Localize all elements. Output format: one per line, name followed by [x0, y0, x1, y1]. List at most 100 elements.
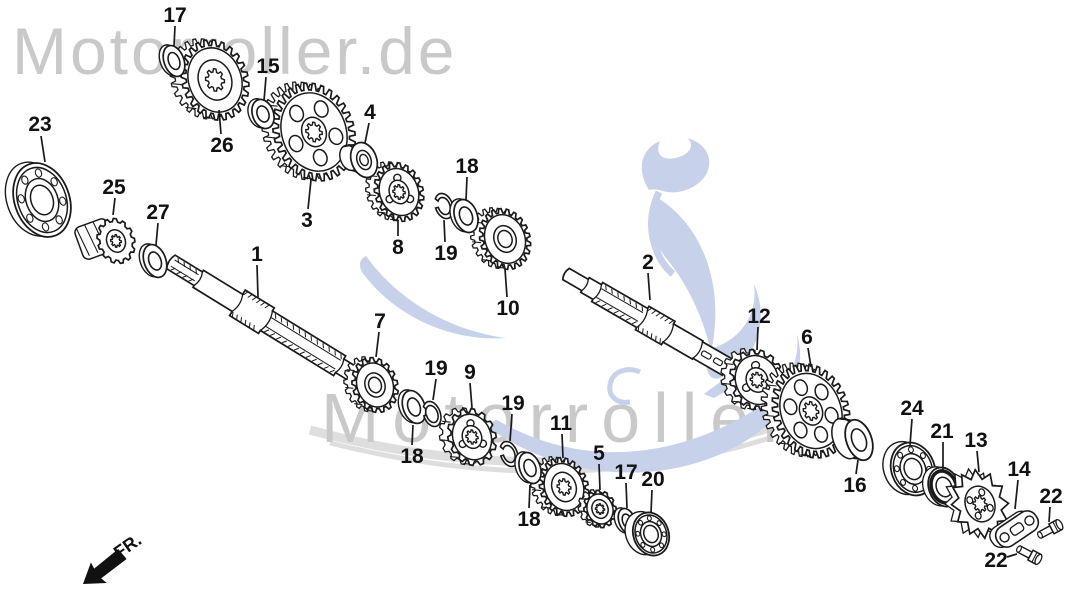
- callout-19: 19: [434, 219, 458, 265]
- part-washer-17-top: [158, 44, 186, 78]
- part-number-18: 18: [455, 155, 479, 178]
- part-gear-10: [469, 207, 532, 271]
- part-number-12: 12: [747, 305, 770, 328]
- part-number-5: 5: [593, 442, 605, 465]
- callout-14: 14: [1007, 458, 1031, 510]
- callout-25: 25: [102, 176, 126, 216]
- callout-18: 18: [455, 155, 479, 201]
- part-number-20: 20: [641, 468, 664, 491]
- part-number-19: 19: [501, 392, 524, 415]
- callout-22: 22: [984, 549, 1018, 572]
- callout-10: 10: [496, 268, 520, 320]
- part-gear-7: [343, 356, 399, 414]
- callout-4: 4: [364, 101, 376, 144]
- callout-18: 18: [400, 424, 424, 468]
- callout-8: 8: [392, 220, 404, 259]
- part-number-17: 17: [163, 4, 186, 27]
- part-gear-9: [438, 407, 498, 467]
- callout-18: 18: [517, 484, 541, 531]
- part-circlip-19-mid: [422, 400, 442, 428]
- part-number-13: 13: [964, 429, 987, 452]
- part-number-23: 23: [28, 113, 51, 136]
- part-collar-4: [339, 141, 379, 179]
- part-number-14: 14: [1007, 458, 1031, 481]
- part-bearing-23: [4, 161, 72, 238]
- part-number-19: 19: [424, 357, 447, 380]
- part-washer-15: [247, 98, 275, 130]
- fr-arrow-icon: [83, 549, 127, 584]
- logo-left-wing-icon: [359, 256, 506, 339]
- callout-22: 22: [1039, 485, 1063, 523]
- part-gear-26: [169, 38, 250, 121]
- part-number-21: 21: [930, 420, 954, 443]
- part-gear-8: [364, 161, 425, 223]
- callout-11: 11: [550, 412, 573, 459]
- callout-19: 19: [424, 357, 448, 401]
- callout-20: 20: [641, 468, 665, 514]
- callout-3: 3: [301, 179, 313, 232]
- part-number-6: 6: [801, 326, 813, 349]
- part-washer-18-top: [449, 198, 479, 234]
- part-number-25: 25: [102, 176, 126, 199]
- callout-7: 7: [374, 310, 386, 358]
- logo-sail-icon: [650, 197, 716, 352]
- part-number-18: 18: [400, 445, 424, 468]
- callout-1: 1: [251, 243, 263, 298]
- part-gear-3: [261, 81, 357, 182]
- part-collar-16: [831, 417, 874, 462]
- callout-23: 23: [28, 113, 52, 163]
- logo-pennant-icon: [641, 138, 710, 193]
- part-number-26: 26: [210, 134, 233, 157]
- part-washer-27: [138, 243, 168, 279]
- front-direction-arrow: [83, 549, 127, 584]
- callout-16: 16: [843, 459, 867, 497]
- part-number-22: 22: [1039, 485, 1062, 508]
- logo-bottom-swoosh-icon: [490, 334, 801, 473]
- part-number-24: 24: [900, 397, 924, 420]
- callout-6: 6: [801, 326, 813, 368]
- callout-15: 15: [256, 55, 280, 102]
- part-number-2: 2: [642, 251, 654, 274]
- part-sprocket-13: [943, 467, 1010, 540]
- callout-12: 12: [747, 305, 771, 351]
- part-number-16: 16: [843, 474, 866, 497]
- part-number-19: 19: [434, 242, 457, 265]
- callout-9: 9: [464, 361, 476, 409]
- part-number-27: 27: [146, 201, 169, 224]
- parts-layer: [4, 38, 1064, 566]
- part-washer-18-low: [514, 451, 542, 485]
- callout-21: 21: [930, 420, 954, 470]
- callout-2: 2: [642, 251, 654, 301]
- part-number-1: 1: [251, 243, 263, 266]
- part-number-15: 15: [256, 55, 280, 78]
- part-bolt-22-right: [1037, 518, 1064, 539]
- part-plate-14: [989, 510, 1040, 549]
- part-bearing-20: [624, 510, 671, 557]
- part-number-22: 22: [984, 549, 1007, 572]
- part-number-7: 7: [374, 310, 386, 333]
- part-bolt-22-bottom: [1016, 545, 1043, 566]
- callout-27: 27: [146, 201, 170, 246]
- part-number-10: 10: [496, 297, 519, 320]
- part-countershaft-2: [561, 267, 733, 377]
- callout-17: 17: [614, 461, 638, 509]
- part-hubgear-25: [74, 217, 136, 265]
- part-number-17: 17: [614, 461, 637, 484]
- part-number-8: 8: [392, 236, 404, 259]
- callout-5: 5: [593, 442, 605, 491]
- part-number-4: 4: [364, 101, 376, 124]
- callout-13: 13: [964, 429, 988, 473]
- part-number-3: 3: [301, 209, 313, 232]
- part-number-11: 11: [550, 412, 573, 435]
- logo-swirl-icon: [607, 367, 641, 405]
- callout-19: 19: [501, 392, 525, 442]
- part-gear-5: [577, 489, 618, 529]
- part-washer-18-mid: [397, 389, 427, 425]
- part-circlip-19-top: [434, 192, 455, 220]
- callout-17: 17: [163, 4, 187, 47]
- part-circlip-19-low: [499, 440, 519, 468]
- part-number-18: 18: [517, 508, 541, 531]
